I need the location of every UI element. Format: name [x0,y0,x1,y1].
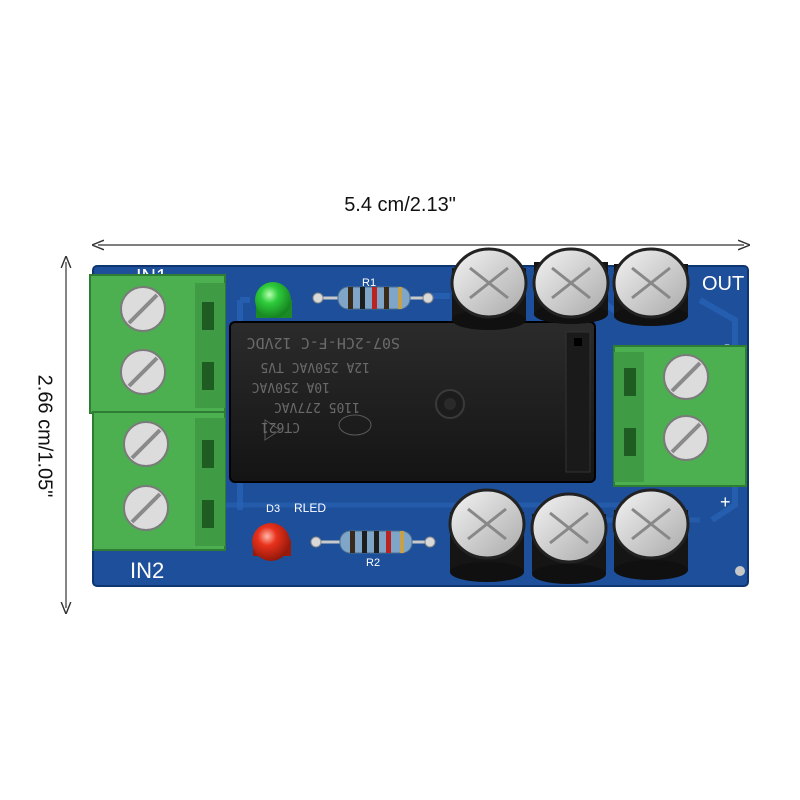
resistor-r1 [312,286,434,310]
silkscreen-rled: RLED [294,501,326,515]
capacitor-top-1 [450,247,528,330]
relay-text-line-1: CT621 [261,419,300,434]
resistor-r2 [310,530,436,554]
width-dimension-label: 5.4 cm/2.13" [344,194,456,216]
relay-text-line-5: S07-2CH-F-C 12VDC [246,334,400,352]
silkscreen-minus: - [724,334,730,354]
capacitor-bottom-3 [612,488,690,580]
silkscreen-in2: IN2 [130,558,164,583]
silkscreen-r1: R1 [362,277,376,289]
relay-text-line-3: 10A 250VAC [252,379,330,394]
input-terminal-in1 [89,274,226,414]
silkscreen-r2: R2 [366,557,380,569]
relay-text-line-2: 1105 277VAC [274,399,360,414]
capacitor-bottom-1 [448,488,526,582]
input-terminal-in2 [92,411,226,551]
capacitor-top-2 [532,247,610,324]
green-led [255,282,292,318]
output-terminal [613,345,747,487]
capacitor-bottom-2 [530,492,608,584]
relay-text-line-4: 12A 250VAC TV5 [260,359,370,374]
silkscreen-plus: + [720,492,731,512]
silkscreen-d3: D3 [266,503,280,515]
silkscreen-out: OUT [702,273,744,295]
relay: CT621 1105 277VAC 10A 250VAC 12A 250VAC … [229,321,596,483]
capacitor-top-3 [612,247,690,326]
red-led [252,523,291,561]
